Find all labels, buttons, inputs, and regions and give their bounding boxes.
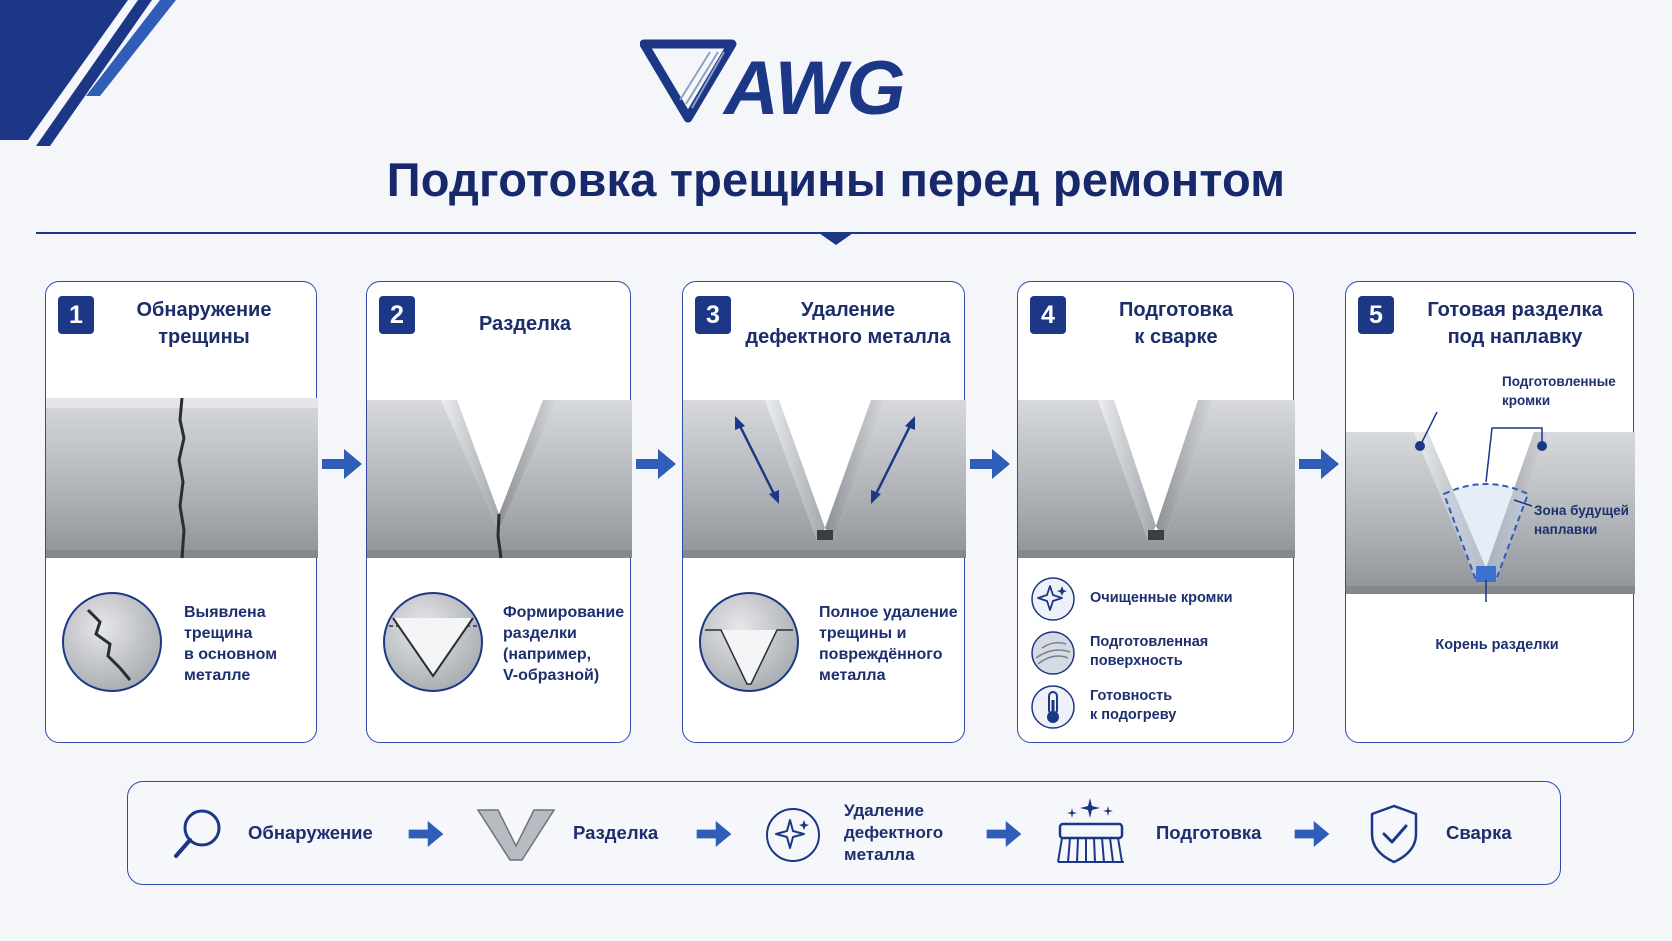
search-icon xyxy=(174,809,221,858)
step-card-5: 5 Готовая разделка под наплавку Подготов… xyxy=(1345,281,1635,743)
step-number: 5 xyxy=(1358,296,1394,334)
step-number: 3 xyxy=(695,296,731,334)
sparkle-icon xyxy=(1031,577,1075,621)
surface-icon xyxy=(1031,631,1075,675)
v-groove-icon xyxy=(476,809,556,861)
callout-zone: Зона будущей наплавки xyxy=(1534,503,1629,537)
callout-edges: Подготовленные кромки xyxy=(1502,374,1616,408)
summary-label: Подготовка xyxy=(1156,822,1262,843)
brush-icon xyxy=(1057,798,1124,863)
thermometer-icon xyxy=(1031,685,1075,729)
step-card-1: 1 Обнаружение трещины Выявлена трещина в… xyxy=(45,281,318,743)
step-number: 4 xyxy=(1030,296,1066,334)
step-title: Удаление дефектного металла xyxy=(745,299,951,348)
arrow-right-icon xyxy=(636,449,676,479)
step-number: 1 xyxy=(58,296,94,334)
step-detail: Полное удаление трещины и повреждённого … xyxy=(819,604,958,684)
arrow-right-icon xyxy=(322,449,362,479)
crack-magnifier-icon xyxy=(62,592,162,692)
step-title: Готовая разделка под наплавку xyxy=(1427,299,1603,348)
process-summary-bar: Обнаружение Разделка Удаление дефектного… xyxy=(127,781,1561,885)
step-card-2: 2 Разделка Формирование разделки (наприм… xyxy=(366,281,632,743)
prepared-groove-plate-image xyxy=(1018,400,1295,558)
v-groove-plate-image xyxy=(367,400,632,559)
corner-stripes xyxy=(0,0,176,146)
page-title: Подготовка трещины перед ремонтом xyxy=(386,153,1286,206)
sparkle-icon xyxy=(766,808,820,862)
arrow-right-icon xyxy=(986,821,1022,847)
feature-text: Очищенные кромки xyxy=(1090,590,1233,606)
callout-root: Корень разделки xyxy=(1435,637,1559,653)
step-card-4: 4 Подготовка к сварке Очищенные кромки П… xyxy=(1017,281,1295,743)
summary-label: Удаление дефектного металла xyxy=(844,801,944,864)
finished-groove-plate-image xyxy=(1346,412,1635,602)
cracked-plate-image xyxy=(46,397,318,559)
summary-label: Сварка xyxy=(1446,822,1512,843)
step-title: Разделка xyxy=(478,313,572,335)
shield-check-icon xyxy=(1370,804,1418,864)
summary-label: Обнаружение xyxy=(248,822,373,843)
feature-text: Готовность к подогреву xyxy=(1090,688,1177,723)
feature-text: Подготовленная поверхность xyxy=(1090,634,1209,669)
cleaned-groove-plate-image xyxy=(683,400,966,558)
title-divider xyxy=(36,232,1636,245)
arrow-right-icon xyxy=(696,821,732,847)
arrow-right-icon xyxy=(408,821,444,847)
arrow-right-icon xyxy=(970,449,1010,479)
summary-label: Разделка xyxy=(573,822,659,843)
logo-text: AWG xyxy=(722,46,906,124)
step-detail: Выявлена трещина в основном металле xyxy=(184,604,278,684)
clean-groove-icon xyxy=(699,592,799,692)
step-detail: Формирование разделки (например, V-образ… xyxy=(503,604,625,684)
v-groove-icon xyxy=(383,592,483,692)
arrow-right-icon xyxy=(1294,821,1330,847)
step-card-3: 3 Удаление дефектного металла Полное уда… xyxy=(682,281,966,743)
arrow-right-icon xyxy=(1299,449,1339,479)
step-title: Подготовка к сварке xyxy=(1119,299,1233,348)
step-title: Обнаружение трещины xyxy=(136,299,272,348)
step-number: 2 xyxy=(379,296,415,334)
awg-logo: AWG xyxy=(639,38,1010,131)
